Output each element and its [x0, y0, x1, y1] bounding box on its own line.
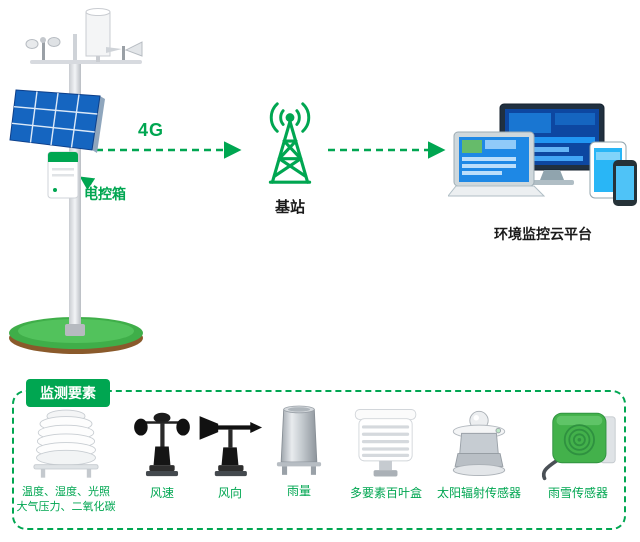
cloud-platform-devices — [448, 102, 638, 222]
solar-radiation-sensor-icon — [436, 402, 522, 482]
sensor-label: 温度、湿度、光照 大气压力、二氧化碳 — [16, 486, 116, 513]
crossarm — [30, 60, 142, 64]
wind-speed-sensor-icon — [131, 402, 193, 482]
sensor-item-wind-direction: 风向 — [194, 402, 266, 501]
sensor-label: 风向 — [217, 486, 242, 500]
arrow-label-to-control-box — [79, 176, 104, 193]
sensor-item-rain-gauge: 雨量 — [266, 400, 332, 499]
multi-plate-shield-icon — [14, 402, 118, 482]
solar-panel — [9, 89, 105, 153]
monitoring-elements-panel — [12, 390, 626, 530]
base-station-label: 基站 — [274, 199, 305, 216]
control-box — [47, 151, 79, 199]
top-anemometer — [25, 37, 61, 60]
wind-direction-sensor-icon — [194, 402, 266, 482]
sensor-item-wind-speed: 风速 — [134, 402, 190, 501]
sensor-label: 雨雪传感器 — [547, 486, 608, 500]
platform-label: 环境监控云平台 — [494, 226, 592, 242]
weather-station-illustration — [2, 4, 152, 356]
control-box-label: 电控箱 — [84, 186, 126, 202]
louver-box-icon — [342, 402, 430, 482]
sensor-label: 太阳辐射传感器 — [436, 486, 521, 500]
sensor-label: 风速 — [149, 486, 174, 500]
panel-title-badge: 监测要素 — [26, 379, 110, 407]
sensor-item-louver-box: 多要素百叶盒 — [338, 402, 434, 501]
base-station-icon — [243, 92, 337, 196]
sensor-item-shield: 温度、湿度、光照 大气压力、二氧化碳 — [8, 402, 124, 515]
network-4g-label: 4G — [138, 120, 165, 140]
sensor-label: 多要素百叶盒 — [349, 486, 422, 500]
top-rain-gauge — [85, 8, 111, 62]
top-wind-vane — [106, 41, 143, 60]
sensor-item-solar-radiation: 太阳辐射传感器 — [430, 402, 528, 501]
laptop-icon — [448, 131, 546, 197]
phone-icon — [613, 160, 637, 206]
sensor-label: 雨量 — [286, 484, 311, 498]
rain-gauge-icon — [265, 400, 333, 480]
rain-snow-sensor-icon — [534, 402, 622, 482]
sensor-item-rain-snow: 雨雪传感器 — [532, 402, 624, 501]
